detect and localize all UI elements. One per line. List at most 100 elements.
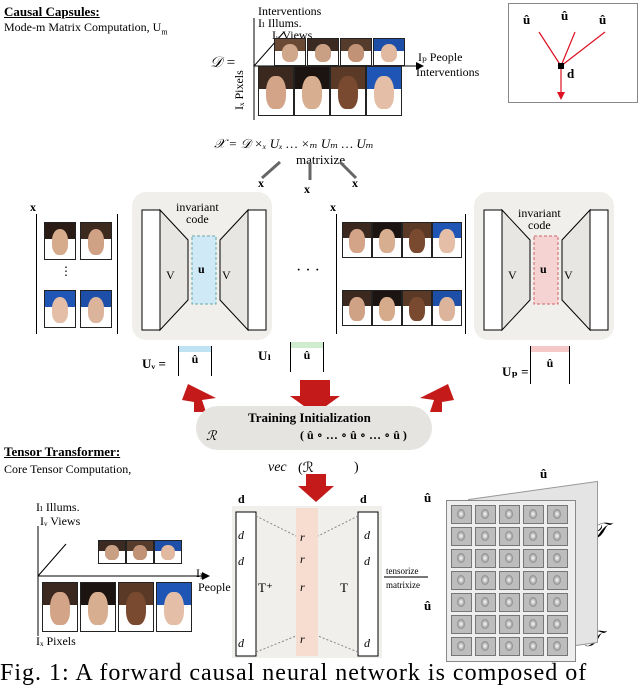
right-face-4	[432, 222, 462, 258]
t2-back-face-3	[154, 540, 182, 564]
left-vdots: ⋮	[60, 264, 72, 278]
section-subtitle-mode-m: Mode-m Matrix Computation, Um	[4, 20, 168, 36]
matrixize-x-mid: x	[304, 182, 310, 196]
up-label: Uₚ =	[502, 364, 529, 379]
right-capsule-network	[483, 208, 609, 332]
uv-label: Uᵥ =	[142, 356, 166, 371]
left-face-2	[80, 222, 112, 260]
face-back-4	[373, 38, 405, 66]
transformer-d-right: d	[360, 492, 367, 506]
section-title-tensor-transformer: Tensor Transformer:	[4, 444, 121, 459]
t2-face-3	[118, 582, 154, 632]
section2-subtitle: Core Tensor Computation,	[4, 462, 132, 476]
transformer-r4: r	[300, 632, 305, 646]
section-title-causal-capsules: Causal Capsules:	[4, 4, 100, 19]
vec-formula: (ℛ	[298, 461, 314, 476]
t2-axes	[37, 526, 210, 636]
right-face-8	[432, 290, 462, 326]
face-front-3	[330, 66, 366, 116]
left-u-label: u	[198, 262, 205, 276]
transformer-d2-right: d	[364, 554, 370, 568]
vec-label: vec	[268, 460, 287, 475]
right-face-1	[342, 222, 372, 258]
vec-close: )	[354, 460, 359, 475]
inset-u-ip: û	[561, 8, 569, 23]
up-matrix: û	[530, 346, 570, 384]
matrixize-x-left: x	[258, 176, 264, 190]
tensorize-label: tensorize	[386, 566, 419, 576]
transformer-dx: d	[238, 636, 244, 650]
left-v-right: V	[222, 268, 231, 282]
t2-axis-pixels: Iₓ Pixels	[36, 634, 76, 648]
t2-face-4	[156, 582, 192, 632]
left-face-4	[80, 290, 112, 328]
matrixize-label-2: matrixize	[386, 580, 420, 590]
uv-matrix: û	[178, 346, 212, 376]
inset-d: d	[567, 66, 575, 81]
up-uhat: û	[546, 356, 554, 370]
right-v-left: V	[508, 268, 517, 282]
causal-inset-box: û û û d	[508, 3, 638, 103]
training-init-box	[196, 406, 432, 450]
up-bar	[531, 346, 569, 352]
axis-arrowhead	[416, 62, 424, 70]
matrixize-equation: 𝒳 = 𝒟 ×ₓ Uₓ … ×ₘ Uₘ … Uₘ	[214, 136, 374, 151]
t2-axis-views: Iᵥ Views	[40, 514, 81, 528]
axis-people-interventions: Interventions	[416, 65, 480, 79]
core-u-left: û	[424, 598, 432, 613]
face-back-3	[340, 38, 372, 66]
left-invariant-label: invariant	[176, 200, 219, 214]
training-init-r: ℛ	[206, 428, 217, 443]
face-front-4	[366, 66, 402, 116]
transformer-dx-right: d	[364, 636, 370, 650]
left-x-matrix-label: x	[30, 200, 36, 214]
t2-back-face-2	[126, 540, 154, 564]
t2-axis-people: Iₚ	[196, 566, 205, 580]
subtitle-sub: m	[161, 27, 168, 37]
t2-face-1	[42, 582, 78, 632]
core-u-left-top: û	[424, 490, 432, 505]
capsule-ellipsis: · · ·	[296, 262, 320, 279]
ul-uhat: û	[303, 348, 311, 362]
right-v-right: V	[564, 268, 573, 282]
right-x-matrix-label: x	[330, 200, 336, 214]
data-tensor-symbol: 𝒟 =	[210, 55, 236, 71]
t2-axis-illums: Iₗ Illums.	[36, 500, 80, 514]
face-back-1	[274, 38, 306, 66]
matrixize-arrows	[261, 160, 358, 180]
face-front-1	[258, 66, 294, 116]
transformer-d1-right: d	[364, 528, 370, 542]
axis-illums: Iₗ Illums.	[258, 16, 302, 30]
ul-label: Uₗ	[258, 348, 272, 363]
right-invariant-label: invariant	[518, 206, 561, 220]
axis-interventions: Interventions	[258, 4, 322, 18]
left-face-3	[44, 290, 76, 328]
left-code-label: code	[186, 212, 209, 226]
core-tensor-grid	[446, 500, 576, 662]
axis-line-diagonal	[253, 31, 285, 67]
uv-uhat: û	[191, 352, 199, 366]
inset-arrows	[538, 31, 606, 100]
right-face-6	[372, 290, 402, 326]
t2-axis-people2: People	[198, 580, 231, 594]
matrixize-label: matrixize	[296, 152, 346, 167]
transformer-r1: r	[300, 530, 305, 544]
inset-u-il: û	[599, 12, 607, 27]
right-face-matrix	[336, 214, 466, 334]
transformer-r2: r	[300, 552, 305, 566]
core-u-top: û	[540, 466, 548, 481]
transformer-d-left: d	[238, 492, 245, 506]
right-face-2	[372, 222, 402, 258]
uv-bar	[179, 346, 211, 352]
subtitle-text: Mode-m Matrix Computation, U	[4, 20, 162, 34]
matrixize-x-right: x	[352, 176, 358, 190]
transformer-d2: d	[238, 554, 244, 568]
transformer-t-left: T⁺	[258, 580, 273, 595]
ul-bar	[291, 342, 323, 348]
right-face-7	[402, 290, 432, 326]
figure-caption: Fig. 1: A forward causal neural network …	[0, 660, 588, 686]
left-v-left: V	[166, 268, 175, 282]
training-init-title: Training Initialization	[248, 410, 371, 425]
transformer-d1: d	[238, 528, 244, 542]
tensorize-arrows	[384, 576, 428, 578]
